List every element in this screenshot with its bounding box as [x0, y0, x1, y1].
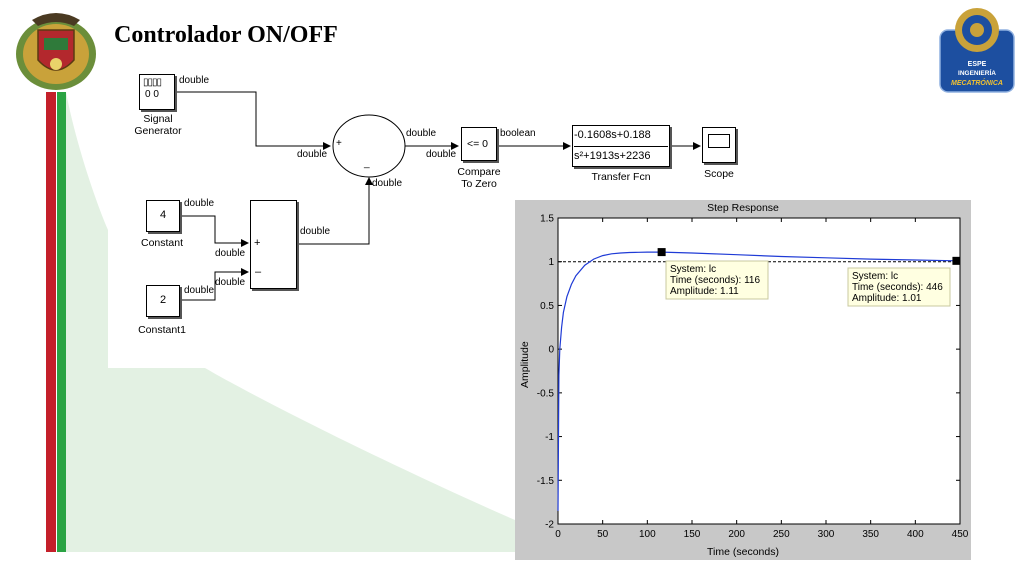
plot-title: Step Response [707, 202, 779, 214]
constant1-block[interactable]: 2 [146, 285, 180, 317]
scope-label: Scope [704, 168, 734, 180]
wire-constant-to-sum2 [182, 215, 249, 247]
datatip-2-line-1: System: lc [852, 271, 898, 282]
signal-constant-out: double [184, 198, 215, 209]
compare-label-2: To Zero [461, 178, 497, 190]
y-tick-label: 0 [548, 345, 554, 356]
wire-siggen-to-sum [176, 91, 331, 150]
sum1-sign-minus: _ [364, 158, 370, 169]
signal-generator-icon-top: ▯▯▯▯ [143, 77, 162, 88]
compare-text: <= 0 [467, 138, 489, 150]
constant-label: Constant [140, 237, 184, 249]
x-tick-label: 350 [862, 529, 879, 540]
step-response-window: Step Response 0 50 100 150 200 250 300 350 400 45… [515, 200, 971, 560]
sum2-sign-plus: + [254, 237, 261, 249]
y-tick-label: -1.5 [537, 476, 555, 487]
sum1-sign-plus: + [336, 138, 342, 149]
y-tick-label: -1 [545, 432, 554, 443]
espe-mechatronics-logo: ESPE INGENIERÍA MECATRÓNICA [939, 8, 1015, 93]
sum2-sign-minus: – [255, 266, 262, 278]
signal-generator-icon-bottom: 0 0 [145, 89, 159, 100]
logo-line-espe: ESPE [968, 61, 987, 68]
x-tick-label: 50 [597, 529, 609, 540]
datatip-marker-1 [657, 248, 666, 257]
datatip-2-line-2: Time (seconds): 446 [852, 282, 943, 293]
slide-title: Controlador ON/OFF [114, 22, 338, 48]
x-tick-label: 150 [684, 529, 701, 540]
transfer-fcn-divider [574, 146, 668, 147]
constant-value: 4 [160, 209, 167, 221]
x-tick-label: 0 [555, 529, 561, 540]
signal-sum2-out: double [300, 226, 331, 237]
transfer-fcn-label: Transfer Fcn [591, 171, 651, 183]
wire-constant1-to-sum2 [182, 268, 249, 301]
datatip-box-1 [665, 260, 769, 300]
signal-sum1-out-b: double [426, 149, 457, 160]
signal-constant-in-sum: double [215, 248, 246, 259]
sum2-block[interactable]: + – [250, 200, 297, 289]
compare-to-zero-block[interactable]: <= 0 [461, 127, 497, 161]
logo-line-mecatronica: MECATRÓNICA [951, 78, 1003, 87]
step-response-chart: 0 50 100 150 200 250 300 350 400 450 -2 -1.5 -1 -0.5 0… [537, 214, 969, 541]
logo-line-ingenieria: INGENIERÍA [958, 68, 996, 77]
coat-of-arms-logo [16, 13, 96, 90]
signal-constant1-in-sum: double [215, 277, 246, 288]
datatip-marker-2 [952, 256, 961, 265]
sum1-block [332, 114, 406, 178]
signal-generator-label-2: Generator [134, 125, 182, 137]
red-stripe [46, 92, 56, 552]
signal-generator-block[interactable]: ▯▯▯▯ 0 0 [139, 74, 175, 110]
y-tick-label: 0.5 [540, 301, 554, 312]
x-tick-label: 450 [952, 529, 969, 540]
datatip-1-line-1: System: lc [670, 264, 716, 275]
datatip-1-line-2: Time (seconds): 116 [670, 275, 760, 286]
constant1-value: 2 [160, 294, 167, 306]
transfer-fcn-denominator: s²+1913s+2236 [574, 150, 651, 162]
green-stripe [57, 92, 66, 552]
signal-sum1-in2: double [372, 178, 403, 189]
constant-block[interactable]: 4 [146, 200, 180, 232]
datatip-1-line-3: Amplitude: 1.11 [670, 286, 739, 297]
signal-constant1-out: double [184, 285, 215, 296]
x-tick-label: 300 [818, 529, 835, 540]
y-tick-label: 1.5 [540, 214, 554, 225]
transfer-fcn-block[interactable]: -0.1608s+0.188 s²+1913s+2236 [572, 125, 670, 167]
signal-sum1-in1: double [297, 149, 328, 160]
y-tick-label: -2 [545, 520, 554, 531]
green-wedge [66, 92, 515, 552]
scope-block[interactable] [702, 127, 736, 163]
datatip-2-line-3: Amplitude: 1.01 [852, 293, 922, 304]
signal-siggen-out: double [179, 75, 210, 86]
datatip-box-2 [847, 267, 951, 307]
constant1-label: Constant1 [138, 324, 186, 336]
y-tick-label: -0.5 [537, 388, 555, 399]
compare-label-1: Compare [457, 166, 501, 178]
y-tick-label: 1 [548, 257, 554, 268]
x-tick-label: 200 [728, 529, 745, 540]
scope-screen-icon [708, 134, 730, 148]
x-tick-label: 400 [907, 529, 924, 540]
x-tick-label: 100 [639, 529, 656, 540]
transfer-fcn-numerator: -0.1608s+0.188 [574, 129, 651, 141]
signal-compare-out: boolean [500, 128, 536, 139]
step-response-line [557, 251, 957, 511]
signal-sum1-out-a: double [406, 128, 437, 139]
x-tick-label: 250 [773, 529, 790, 540]
y-axis-label: Amplitude [519, 341, 531, 388]
signal-generator-label-1: Signal [143, 113, 173, 125]
wire-sum2-to-sum1 [298, 177, 373, 245]
x-axis-label: Time (seconds) [707, 546, 779, 558]
